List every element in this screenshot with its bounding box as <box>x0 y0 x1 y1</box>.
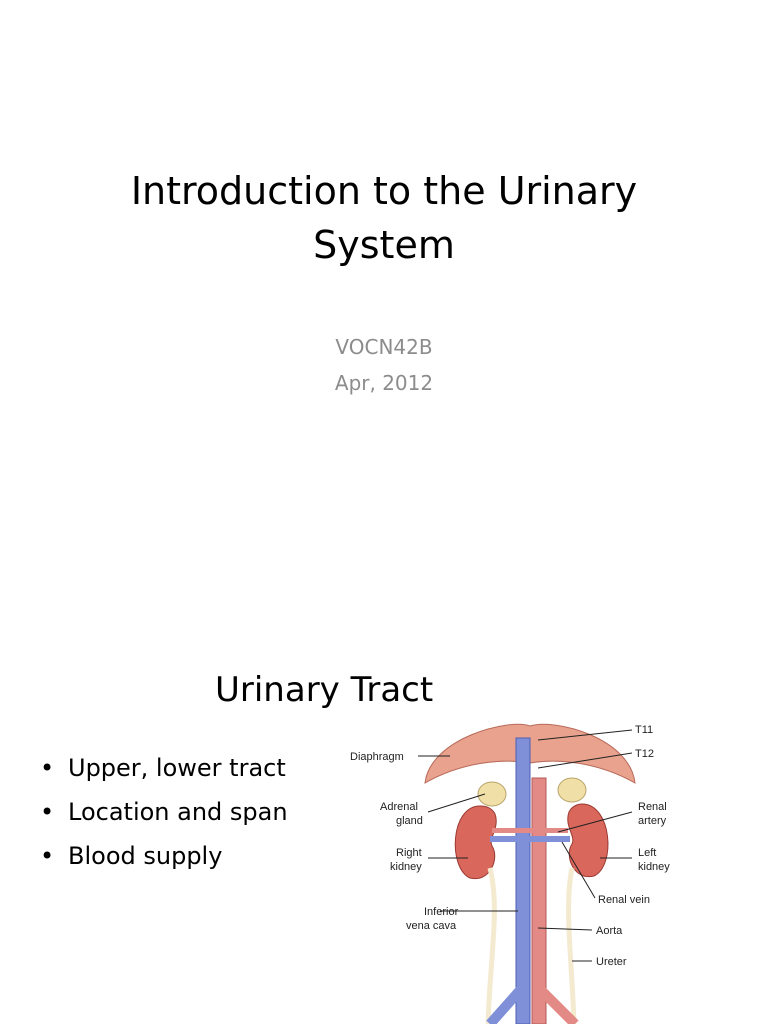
label-aorta: Aorta <box>596 925 623 937</box>
label-ivc-2: vena cava <box>406 920 457 932</box>
left-ureter-shape <box>569 868 574 1024</box>
bullet-icon: • <box>40 746 68 790</box>
bullet-item: •Location and span <box>40 790 288 834</box>
left-kidney-shape <box>568 804 608 877</box>
right-ureter-shape <box>488 868 494 1024</box>
label-adrenal-2: gland <box>396 815 423 827</box>
bullet-icon: • <box>40 790 68 834</box>
slide-title: Introduction to the Urinary System VOCN4… <box>0 0 768 576</box>
right-adrenal-gland <box>478 782 506 806</box>
right-kidney-shape <box>455 806 496 879</box>
slide-urinary-tract: Urinary Tract •Upper, lower tract •Locat… <box>0 640 768 1024</box>
label-renal-artery-1: Renal <box>638 801 667 813</box>
slide-heading: Urinary Tract <box>215 670 433 710</box>
urinary-anatomy-figure: T11 T12 Diaphragm Adrenal gland Renal ar… <box>340 718 690 1024</box>
title-line-1: Introduction to the Urinary <box>0 164 768 218</box>
renal-vein-shape <box>490 836 570 842</box>
label-right-kidney-1: Right <box>396 847 422 859</box>
title-line-2: System <box>0 218 768 272</box>
bullet-icon: • <box>40 834 68 878</box>
label-renal-artery-2: artery <box>638 815 667 827</box>
label-left-kidney-2: kidney <box>638 861 670 873</box>
course-code: VOCN42B <box>0 335 768 359</box>
vena-cava-shape <box>516 738 530 1024</box>
label-left-kidney-1: Left <box>638 847 656 859</box>
slide-title-heading: Introduction to the Urinary System <box>0 164 768 272</box>
label-ureter: Ureter <box>596 956 627 968</box>
label-diaphragm: Diaphragm <box>350 751 404 763</box>
left-adrenal-gland <box>558 778 586 802</box>
date: Apr, 2012 <box>0 371 768 395</box>
label-adrenal-1: Adrenal <box>380 801 418 813</box>
bullet-list: •Upper, lower tract •Location and span •… <box>40 746 288 878</box>
bullet-item: •Blood supply <box>40 834 288 878</box>
label-right-kidney-2: kidney <box>390 861 422 873</box>
label-t12: T12 <box>635 748 654 760</box>
label-ivc-1: Inferior <box>424 906 459 918</box>
bullet-item: •Upper, lower tract <box>40 746 288 790</box>
label-t11: T11 <box>635 724 653 736</box>
renal-artery-shape <box>492 828 568 833</box>
label-renal-vein: Renal vein <box>598 894 650 906</box>
